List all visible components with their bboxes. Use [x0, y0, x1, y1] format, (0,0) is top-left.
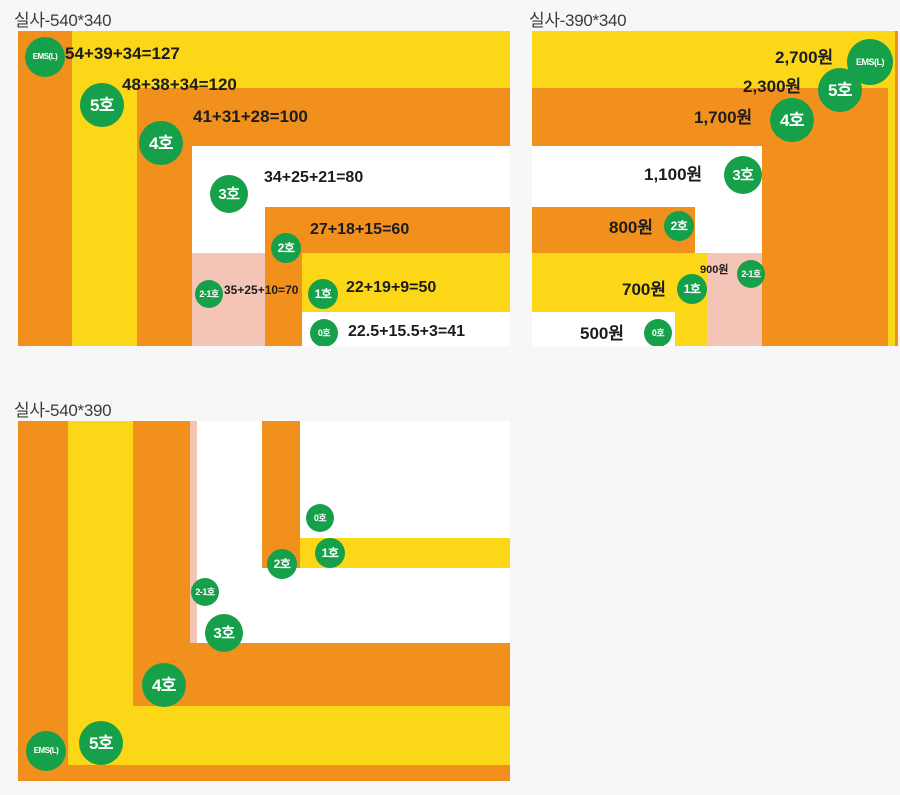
band-inner-white [197, 568, 510, 643]
badge-box-2[interactable]: 2호 [267, 549, 297, 579]
price-box-2: 800원 [609, 218, 654, 237]
price-ems-l: 2,700원 [775, 48, 834, 67]
badge-box-1[interactable]: 1호 [677, 274, 707, 304]
badge-box-5[interactable]: 5호 [79, 721, 123, 765]
value-box-5: 48+38+34=120 [122, 75, 237, 94]
price-box-3: 1,100원 [644, 165, 703, 184]
badge-box-3[interactable]: 3호 [210, 175, 248, 213]
panel-title-540x340: 실사-540*340 [14, 11, 112, 30]
badge-box-5[interactable]: 5호 [818, 68, 862, 112]
value-box-4: 41+31+28=100 [193, 107, 308, 126]
badge-box-2[interactable]: 2호 [664, 211, 694, 241]
badge-box-0[interactable]: 0호 [306, 504, 334, 532]
badge-box-5[interactable]: 5호 [80, 83, 124, 127]
badge-box-4[interactable]: 4호 [142, 663, 186, 707]
price-box-4: 1,700원 [694, 108, 753, 127]
price-box-2-1: 900원 [700, 264, 729, 276]
nesting-diagram-540x390: EMS(L) 5호 4호 3호 2호 2-1호 1호 0호 [18, 421, 510, 781]
price-box-1: 700원 [622, 280, 667, 299]
nesting-diagram-540x340: EMS(L) 5호 4호 3호 2호 2-1호 1호 0호 54+39+34=1… [18, 31, 510, 346]
badge-box-3[interactable]: 3호 [205, 614, 243, 652]
value-box-3: 34+25+21=80 [264, 169, 364, 186]
panel-title-390x340: 실사-390*340 [529, 11, 627, 30]
badge-box-2-1[interactable]: 2-1호 [195, 280, 223, 308]
badge-ems-l[interactable]: EMS(L) [26, 731, 66, 771]
band-box-2-1 [190, 421, 197, 643]
price-box-0: 500원 [580, 324, 625, 343]
price-box-5: 2,300원 [743, 77, 802, 96]
value-box-0: 22.5+15.5+3=41 [348, 323, 466, 340]
value-box-1: 22+19+9=50 [346, 279, 437, 296]
panel-title-540x390: 실사-540*390 [14, 401, 112, 420]
badge-box-1[interactable]: 1호 [308, 279, 338, 309]
badge-box-2[interactable]: 2호 [271, 233, 301, 263]
value-box-2: 27+18+15=60 [310, 221, 410, 238]
value-box-2-1: 35+25+10=70 [224, 283, 299, 297]
badge-box-1[interactable]: 1호 [315, 538, 345, 568]
badge-box-2-1[interactable]: 2-1호 [191, 578, 219, 606]
band-box-0 [300, 421, 510, 538]
badge-box-4[interactable]: 4호 [139, 121, 183, 165]
value-ems-l: 54+39+34=127 [65, 44, 180, 63]
badge-box-0[interactable]: 0호 [644, 319, 672, 346]
badge-box-0[interactable]: 0호 [310, 319, 338, 346]
badge-box-4[interactable]: 4호 [770, 98, 814, 142]
nesting-diagram-390x340: EMS(L) 5호 4호 3호 2호 2-1호 1호 0호 2,700원 2,3… [532, 31, 898, 346]
badge-box-3[interactable]: 3호 [724, 156, 762, 194]
badge-ems-l[interactable]: EMS(L) [25, 37, 65, 77]
badge-box-2-1[interactable]: 2-1호 [737, 260, 765, 288]
